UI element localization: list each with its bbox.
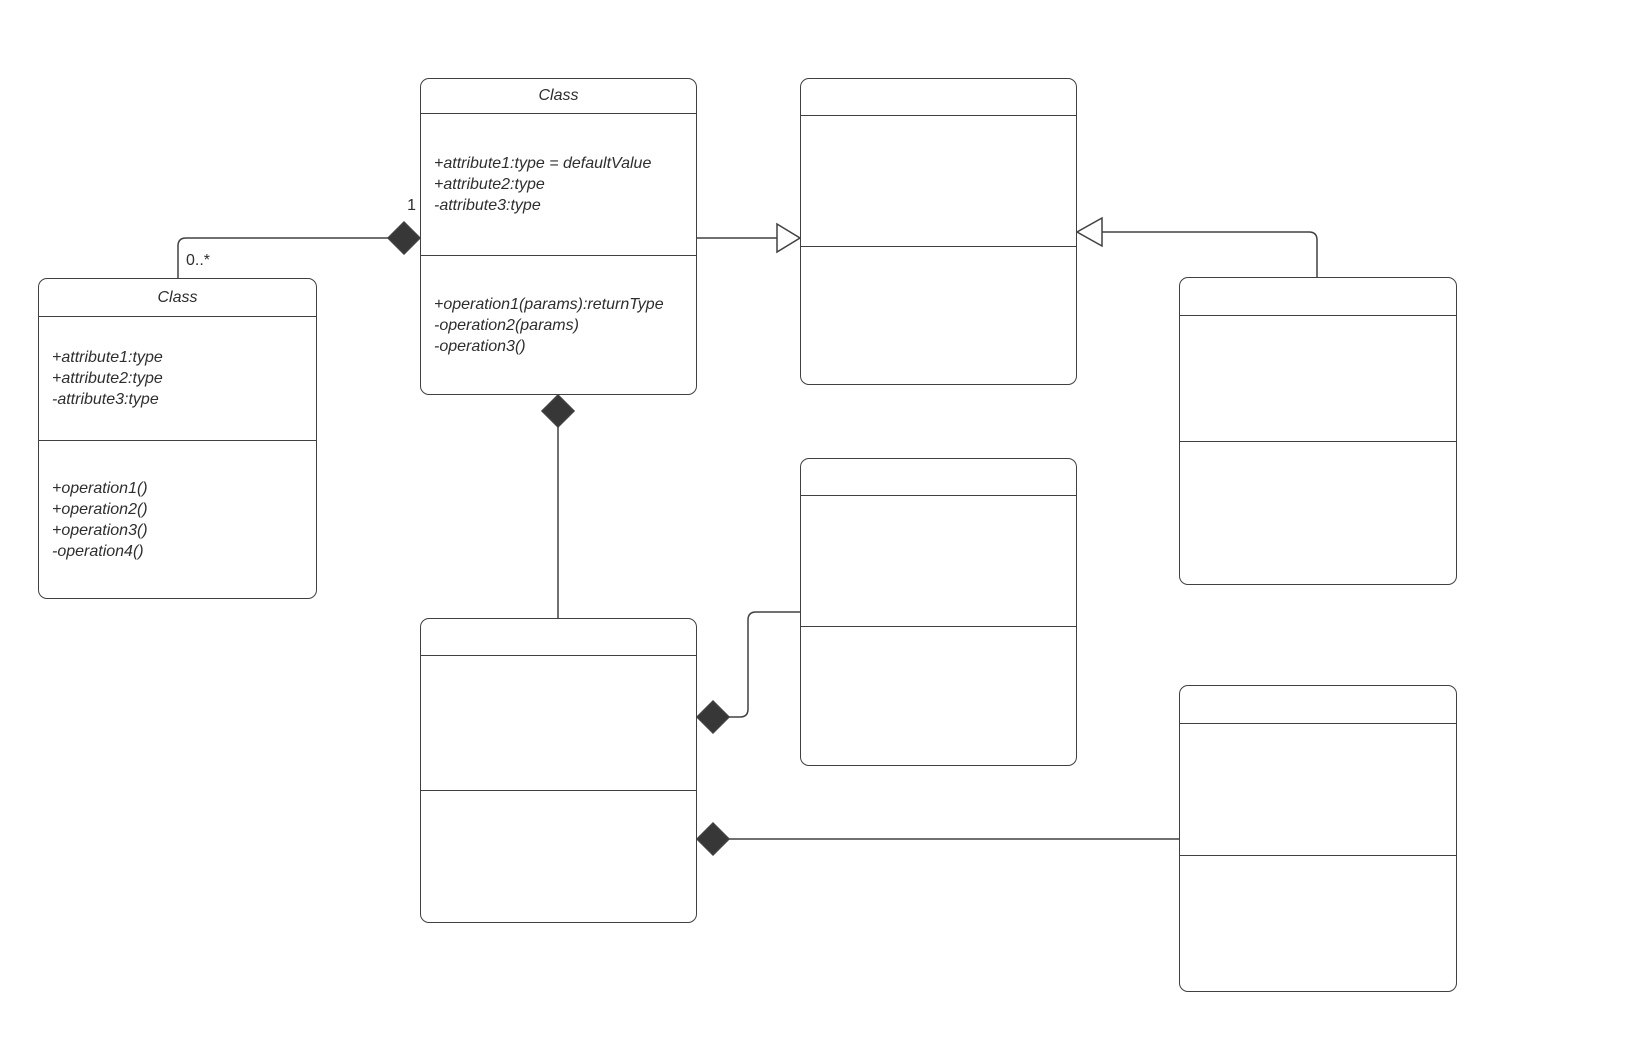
class-attributes: +attribute1:type +attribute2:type -attri… bbox=[39, 316, 316, 440]
multiplicity-label-many: 0..* bbox=[186, 252, 211, 269]
generalization-arrow-icon bbox=[776, 222, 802, 254]
class-title bbox=[421, 619, 696, 655]
class-attributes bbox=[1180, 723, 1456, 855]
operation-line: +operation1() bbox=[52, 479, 148, 497]
composition-diamond-icon bbox=[695, 821, 731, 857]
class-box-right bbox=[1179, 277, 1457, 585]
class-box-top-right bbox=[800, 78, 1077, 385]
class-title bbox=[1180, 278, 1456, 315]
class-box-middle bbox=[800, 458, 1077, 766]
operation-line: +operation1(params):returnType bbox=[434, 295, 664, 313]
attribute-line: -attribute3:type bbox=[52, 391, 159, 408]
class-operations bbox=[801, 626, 1076, 765]
class-title bbox=[801, 79, 1076, 115]
operation-line: -operation2(params) bbox=[434, 316, 579, 334]
class-box-top-center: Class +attribute1:type = defaultValue +a… bbox=[420, 78, 697, 395]
class-operations bbox=[801, 246, 1076, 384]
class-title bbox=[801, 459, 1076, 495]
class-title bbox=[1180, 686, 1456, 723]
class-operations: +operation1() +operation2() +operation3(… bbox=[39, 440, 316, 598]
generalization-edge-right-to-topright bbox=[1102, 231, 1318, 277]
composition-edge-middle-to-bottomcenter bbox=[729, 611, 800, 718]
class-attributes: +attribute1:type = defaultValue +attribu… bbox=[421, 113, 696, 255]
composition-diamond-icon bbox=[386, 220, 422, 256]
class-attributes bbox=[801, 495, 1076, 626]
class-attributes bbox=[1180, 315, 1456, 441]
operation-line: +operation3() bbox=[52, 521, 148, 539]
operation-line: +operation2() bbox=[52, 500, 148, 518]
attribute-line: -attribute3:type bbox=[434, 197, 541, 214]
class-box-bottom-right bbox=[1179, 685, 1457, 992]
operation-line: -operation3() bbox=[434, 337, 526, 355]
class-operations bbox=[421, 790, 696, 922]
attribute-line: +attribute1:type = defaultValue bbox=[434, 155, 652, 172]
class-attributes bbox=[801, 115, 1076, 246]
composition-diamond-icon bbox=[695, 699, 731, 735]
attribute-line: +attribute1:type bbox=[52, 349, 163, 366]
operation-line: -operation4() bbox=[52, 542, 144, 560]
attribute-line: +attribute2:type bbox=[434, 176, 545, 193]
class-box-bottom-center bbox=[420, 618, 697, 923]
class-title: Class bbox=[157, 288, 198, 306]
multiplicity-label-one: 1 bbox=[407, 197, 416, 214]
class-box-left: Class +attribute1:type +attribute2:type … bbox=[38, 278, 317, 599]
class-operations: +operation1(params):returnType -operatio… bbox=[421, 255, 696, 394]
attribute-line: +attribute2:type bbox=[52, 370, 163, 387]
generalization-arrow-icon bbox=[1075, 216, 1103, 248]
class-operations bbox=[1180, 855, 1456, 991]
class-operations bbox=[1180, 441, 1456, 584]
class-attributes bbox=[421, 655, 696, 790]
composition-diamond-icon bbox=[540, 393, 576, 429]
class-title: Class bbox=[538, 87, 579, 104]
